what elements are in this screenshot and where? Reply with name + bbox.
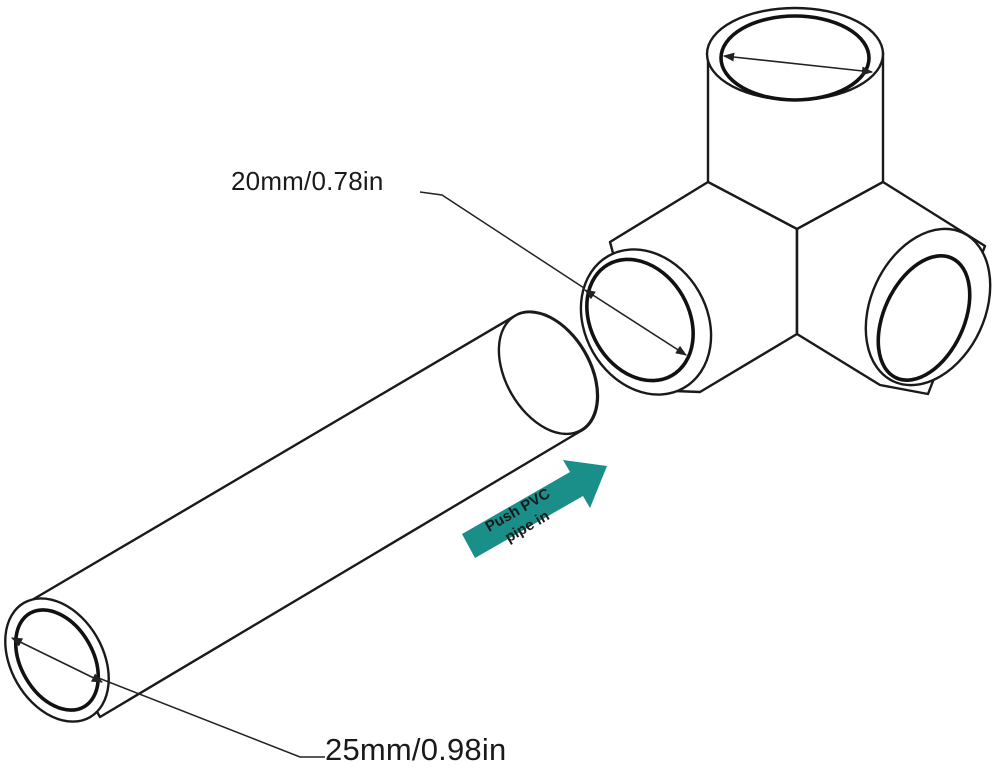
top-socket-rim xyxy=(705,6,885,102)
left-socket-dimension xyxy=(584,289,687,356)
pipe-diameter-line xyxy=(10,637,104,683)
pipe-diameter-label: 25mm/0.98in xyxy=(325,732,507,767)
connector-socket-dimension-label: 20mm/0.78in xyxy=(231,166,384,196)
top-label-leader xyxy=(419,191,585,289)
bottom-label-leader xyxy=(95,676,325,758)
pvc-pipe xyxy=(4,310,600,723)
right-socket-rim xyxy=(864,227,992,387)
arrow-right-icon xyxy=(462,460,607,558)
top-socket-dimension xyxy=(722,52,874,76)
three-way-connector xyxy=(579,6,992,396)
connector-edge xyxy=(706,180,799,231)
connector-edge xyxy=(795,180,885,231)
right-socket-opening xyxy=(876,254,972,382)
